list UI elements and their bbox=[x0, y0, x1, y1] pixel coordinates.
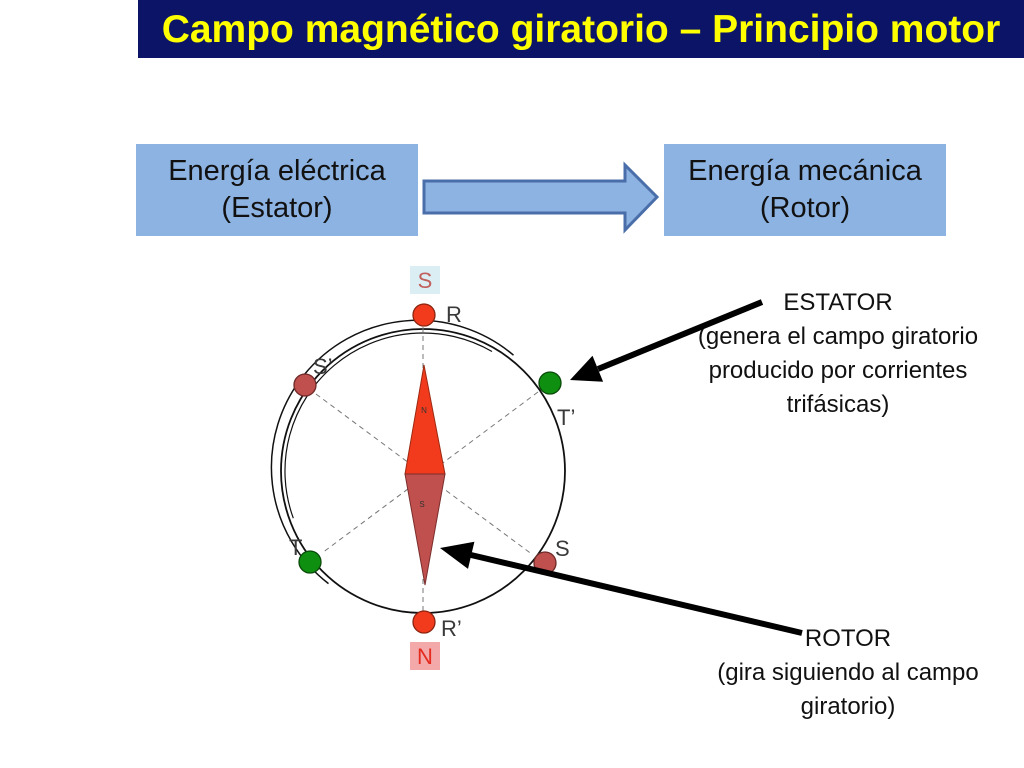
rotor-north-mark: N bbox=[421, 406, 427, 415]
field-pole-bottom-label: N bbox=[417, 644, 433, 669]
phase-node-t-prime bbox=[538, 371, 562, 395]
phase-node-s bbox=[533, 551, 557, 575]
phase-label-t: T bbox=[289, 535, 302, 560]
field-pole-top-label: S bbox=[418, 268, 433, 293]
slide-title: Campo magnético giratorio – Principio mo… bbox=[161, 8, 1001, 51]
phase-label-s: S bbox=[555, 536, 570, 561]
stator-note-heading: ESTATOR bbox=[783, 289, 893, 316]
stator-note-line: producido por corrientes bbox=[708, 357, 968, 384]
stator-note-line: (genera el campo giratorio bbox=[697, 323, 979, 350]
rotor-needle: N S bbox=[404, 364, 446, 586]
phase-label-r-prime: R’ bbox=[441, 616, 462, 641]
stator-note: ESTATOR (genera el campo giratorio produ… bbox=[678, 286, 998, 422]
axis-tprime-t bbox=[321, 391, 539, 554]
stator-ring-inner-arc bbox=[284, 332, 493, 519]
field-pole-top-box bbox=[410, 266, 440, 294]
phase-node-t bbox=[298, 550, 322, 574]
mechanical-energy-box: Energía mecánica (Rotor) bbox=[664, 144, 946, 236]
rotor-south-mark: S bbox=[419, 500, 424, 509]
rotor-south-half bbox=[404, 473, 446, 586]
mechanical-energy-label: Energía mecánica bbox=[688, 155, 922, 187]
rotor-note-heading: ROTOR bbox=[804, 625, 892, 652]
stator-note-line: trifásicas) bbox=[786, 391, 890, 418]
electrical-energy-source: (Estator) bbox=[221, 192, 333, 224]
electrical-energy-box: Energía eléctrica (Estator) bbox=[136, 144, 418, 236]
stator bbox=[270, 319, 566, 614]
phase-node-r bbox=[412, 303, 436, 327]
title-bar: Campo magnético giratorio – Principio mo… bbox=[138, 0, 1024, 58]
rotor-callout-arrow bbox=[440, 541, 803, 636]
phase-label-s-prime: S’ bbox=[313, 354, 333, 379]
stator-ring bbox=[280, 328, 566, 614]
rotor-note-line: (gira siguiendo al campo bbox=[717, 659, 979, 686]
phase-label-r: R bbox=[446, 302, 462, 327]
rotor-north-half bbox=[404, 364, 446, 475]
field-pole-bottom-box bbox=[410, 642, 440, 670]
phase-label-t-prime: T’ bbox=[557, 405, 575, 430]
electrical-energy-label: Energía eléctrica bbox=[168, 155, 386, 187]
axis-sprime-s bbox=[315, 393, 534, 556]
phase-node-r-prime bbox=[412, 610, 436, 634]
rotor-note: ROTOR (gira siguiendo al campo giratorio… bbox=[688, 622, 1008, 724]
energy-flow-arrow bbox=[422, 161, 660, 234]
rotor-note-line: giratorio) bbox=[800, 693, 896, 720]
mechanical-energy-source: (Rotor) bbox=[759, 192, 851, 224]
phase-node-s-prime bbox=[293, 373, 317, 397]
stator-ring-outer-arc bbox=[270, 319, 514, 585]
